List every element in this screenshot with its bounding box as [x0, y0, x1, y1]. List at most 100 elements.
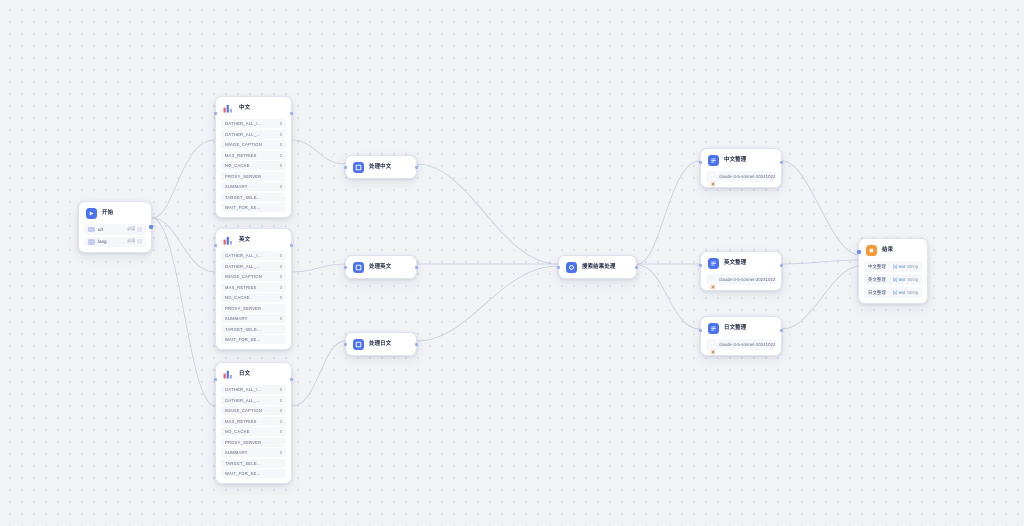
output-name: 英文整理	[868, 276, 886, 282]
input-handle[interactable]	[344, 265, 347, 269]
node-dispatch-header: 搜索结果处理	[559, 256, 636, 278]
start-input-row[interactable]: url 必填	[84, 224, 146, 235]
param-row[interactable]: TARGET_SELE...	[221, 192, 286, 202]
node-process-zh[interactable]: 处理中文	[344, 155, 418, 179]
output-handle[interactable]	[415, 265, 418, 269]
node-param-ja-header: 日文	[216, 363, 291, 385]
node-llm-zh[interactable]: 中文整理 claude-3-5-sonnet-20241022	[699, 148, 783, 188]
input-handle[interactable]	[699, 328, 702, 332]
input-handle[interactable]	[557, 265, 560, 269]
input-handle[interactable]	[344, 342, 347, 346]
input-handle[interactable]	[214, 243, 217, 247]
input-name: url	[98, 226, 104, 232]
param-row[interactable]: TARGET_SELE...	[221, 324, 286, 334]
input-name: lang	[98, 239, 107, 245]
variable-tag-icon	[88, 226, 95, 232]
llm-ja-model-row[interactable]: claude-3-5-sonnet-20241022	[706, 339, 776, 355]
variable-tag-icon	[88, 239, 95, 245]
output-ref: {x} text	[892, 290, 906, 295]
start-input-row[interactable]: lang 必填	[84, 236, 146, 247]
param-row[interactable]: PROXY_SERVER	[221, 303, 286, 313]
node-param-zh[interactable]: 中文 GATHER_ALL_I...0 GATHER_ALL_...0 IMAG…	[214, 96, 293, 218]
input-handle[interactable]	[214, 377, 217, 381]
process-icon	[353, 262, 364, 273]
node-process-ja[interactable]: 处理日文	[344, 332, 418, 356]
output-handle[interactable]	[780, 160, 783, 164]
node-param-ja[interactable]: 日文 GATHER_ALL_I...0 GATHER_ALL_...0 IMAG…	[214, 362, 293, 484]
param-row[interactable]: TARGET_SELE...	[221, 458, 286, 468]
llm-zh-model-row[interactable]: claude-3-5-sonnet-20241022	[706, 171, 776, 187]
node-param-en-title: 英文	[239, 236, 251, 243]
param-row[interactable]: PROXY_SERVER	[221, 437, 286, 447]
output-handle[interactable]	[149, 225, 153, 229]
input-handle[interactable]	[857, 250, 861, 254]
input-required-badge: 必填	[127, 239, 142, 245]
param-row[interactable]: PROXY_SERVER	[221, 171, 286, 181]
node-process-zh-title: 处理中文	[369, 163, 392, 170]
start-icon	[86, 208, 97, 219]
output-row[interactable]: 中文整理 {x} text String	[864, 261, 922, 272]
input-handle[interactable]	[699, 263, 702, 267]
output-handle[interactable]	[415, 165, 418, 169]
type-chip-icon	[137, 226, 142, 232]
output-handle[interactable]	[290, 243, 293, 247]
param-ja-list: GATHER_ALL_I...0 GATHER_ALL_...0 IMAGE_C…	[216, 385, 291, 483]
param-row[interactable]: GATHER_ALL_I...0	[221, 119, 286, 128]
output-type: String	[907, 277, 918, 282]
param-row[interactable]: WAIT_FOR_SE...	[221, 203, 286, 212]
node-start[interactable]: 开始 url 必填 lang 必填	[78, 201, 153, 253]
output-handle[interactable]	[415, 342, 418, 346]
process-icon	[353, 339, 364, 350]
input-handle[interactable]	[344, 165, 347, 169]
node-llm-ja[interactable]: 日文整理 claude-3-5-sonnet-20241022	[699, 316, 783, 356]
node-end[interactable]: 结束 中文整理 {x} text String 英文整理 {x} text St…	[857, 238, 928, 304]
node-llm-zh-title: 中文整理	[724, 156, 747, 163]
node-llm-en[interactable]: 英文整理 claude-3-5-sonnet-20241022	[699, 251, 783, 291]
output-handle[interactable]	[635, 265, 638, 269]
llm-en-model-row[interactable]: claude-3-5-sonnet-20241022	[706, 274, 776, 290]
node-process-zh-header: 处理中文	[346, 156, 416, 178]
node-dispatch[interactable]: 搜索结果处理	[557, 255, 638, 279]
output-type: String	[907, 264, 918, 269]
output-ref: {x} text	[892, 264, 906, 269]
node-process-en[interactable]: 处理英文	[344, 255, 418, 279]
param-row[interactable]: GATHER_ALL_I...0	[221, 251, 286, 260]
node-llm-ja-title: 日文整理	[724, 324, 747, 331]
output-handle[interactable]	[290, 377, 293, 381]
output-handle[interactable]	[780, 263, 783, 267]
node-param-zh-title: 中文	[239, 104, 251, 111]
output-row[interactable]: 日文整理 {x} text String	[864, 287, 922, 298]
param-row[interactable]: GATHER_ALL_...0	[221, 129, 286, 139]
end-icon	[866, 245, 877, 256]
node-llm-zh-header: 中文整理	[701, 149, 781, 171]
param-icon	[223, 369, 234, 380]
param-row[interactable]: GATHER_ALL_...0	[221, 395, 286, 405]
param-row[interactable]: GATHER_ALL_I...0	[221, 385, 286, 394]
output-handle[interactable]	[290, 111, 293, 115]
output-handle[interactable]	[780, 328, 783, 332]
input-handle[interactable]	[214, 111, 217, 115]
output-row[interactable]: 英文整理 {x} text String	[864, 274, 922, 285]
model-icon	[710, 342, 716, 355]
model-icon	[710, 174, 716, 187]
param-row[interactable]: GATHER_ALL_...0	[221, 261, 286, 271]
input-handle[interactable]	[699, 160, 702, 164]
output-name: 中文整理	[868, 263, 886, 269]
node-param-en[interactable]: 英文 GATHER_ALL_I...0 GATHER_ALL_...0 IMAG…	[214, 228, 293, 350]
node-llm-en-title: 英文整理	[724, 259, 747, 266]
param-row[interactable]: WAIT_FOR_SE...	[221, 335, 286, 344]
param-row[interactable]: WAIT_FOR_SE...	[221, 469, 286, 478]
